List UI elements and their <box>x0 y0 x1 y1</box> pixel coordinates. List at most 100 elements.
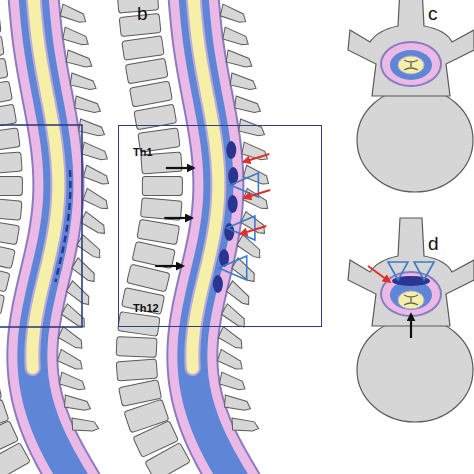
spinous-process <box>61 304 91 329</box>
spinal-cord <box>192 0 218 368</box>
vertebral-body <box>0 104 17 130</box>
spinous-process <box>81 142 109 161</box>
spinous-process <box>71 258 100 283</box>
spinal-cord <box>398 291 424 309</box>
epidural-lesion <box>213 275 223 293</box>
spinous-process <box>82 188 111 210</box>
sagittal-spine <box>0 0 112 474</box>
vertebral-body <box>142 176 182 195</box>
black-arrow <box>166 167 194 169</box>
black-arrow <box>410 314 412 338</box>
vertebral-body <box>357 318 473 422</box>
dura-edge <box>380 41 442 87</box>
vertebral-body <box>0 241 15 268</box>
vertebra-level: Th1 <box>133 146 153 158</box>
vertebral-body <box>132 241 175 268</box>
dura-edge <box>380 271 442 317</box>
spinous-process <box>59 372 87 391</box>
spinous-process <box>72 417 99 432</box>
ligament-triangle <box>219 256 247 280</box>
csf-space <box>390 50 432 80</box>
vertebral-body <box>127 264 170 292</box>
vertebral-body <box>137 219 180 244</box>
vertebral-body <box>0 176 22 195</box>
spinous-process <box>226 50 254 68</box>
spinous-process <box>234 96 262 113</box>
spinous-process <box>65 281 94 306</box>
vertebral-body <box>122 288 165 315</box>
cord-edge <box>192 0 218 368</box>
vertebral-body <box>0 128 20 152</box>
vertebral-body <box>116 359 157 381</box>
panel-letter: d <box>428 234 439 253</box>
vertebral-body <box>0 13 1 36</box>
cord-edge <box>32 0 58 368</box>
vertebral-body <box>357 88 473 192</box>
vertebral-body <box>122 36 164 61</box>
spinous-process <box>217 327 246 351</box>
ligament-triangle <box>388 262 408 280</box>
panel-letter: b <box>137 4 148 23</box>
spinous-process <box>57 327 86 351</box>
posterior-arch <box>348 218 474 326</box>
spinous-process <box>62 27 90 46</box>
spinous-process <box>80 212 109 236</box>
ligament-triangle <box>414 262 434 280</box>
region-frame <box>0 125 82 327</box>
spinous-process <box>222 27 250 46</box>
vertebral-body <box>0 36 4 61</box>
grey-matter <box>404 295 418 305</box>
spinous-process <box>243 165 272 185</box>
spinous-process <box>225 281 254 306</box>
posterior-arch <box>348 0 474 96</box>
dura-sac <box>382 273 440 315</box>
ligament-triangle <box>230 173 258 197</box>
vertebral-body <box>134 104 177 130</box>
ligament-triangle <box>227 216 255 240</box>
epidural-lesion <box>226 141 236 159</box>
vertebral-body <box>125 58 168 84</box>
vertebral-body <box>0 443 30 474</box>
panel-letter: c <box>428 4 438 23</box>
spinal-cord <box>32 0 58 368</box>
vertebral-body <box>0 152 22 174</box>
spinous-process <box>224 395 251 411</box>
spinous-process <box>76 235 106 260</box>
vertebral-body <box>0 219 20 244</box>
axial-vertebra <box>348 0 474 192</box>
vertebral-body <box>0 312 1 337</box>
vertebra-level: Th12 <box>133 302 159 314</box>
dura-sac <box>382 43 440 85</box>
spinous-process <box>219 372 247 391</box>
vertebral-body <box>0 58 8 84</box>
red-arrow <box>368 266 390 282</box>
region-frame: Th1Th12 <box>118 125 322 327</box>
spinous-process <box>66 50 94 68</box>
spinous-process <box>217 349 246 370</box>
axial-vertebra <box>348 218 474 422</box>
vertebral-body <box>0 288 5 315</box>
spinous-process <box>221 304 251 329</box>
red-arrow <box>244 190 270 198</box>
spinal-cord <box>398 56 424 74</box>
spinous-process <box>220 4 248 23</box>
vertebral-body <box>130 81 173 107</box>
spinous-process <box>232 417 259 432</box>
epidural-lesion <box>228 195 238 213</box>
vertebral-body <box>0 198 22 221</box>
epidural-line <box>55 170 70 282</box>
red-arrow <box>240 226 266 234</box>
vertebral-body <box>118 312 160 337</box>
spinous-process <box>230 73 258 90</box>
spinous-process <box>238 119 266 137</box>
spinous-process <box>60 4 88 23</box>
vertebral-body <box>0 264 10 292</box>
black-arrow <box>155 265 183 267</box>
black-arrow <box>164 217 192 219</box>
spinous-process <box>74 96 102 113</box>
spinous-process <box>57 349 86 370</box>
grey-matter <box>404 60 418 70</box>
spinous-process <box>70 73 98 90</box>
